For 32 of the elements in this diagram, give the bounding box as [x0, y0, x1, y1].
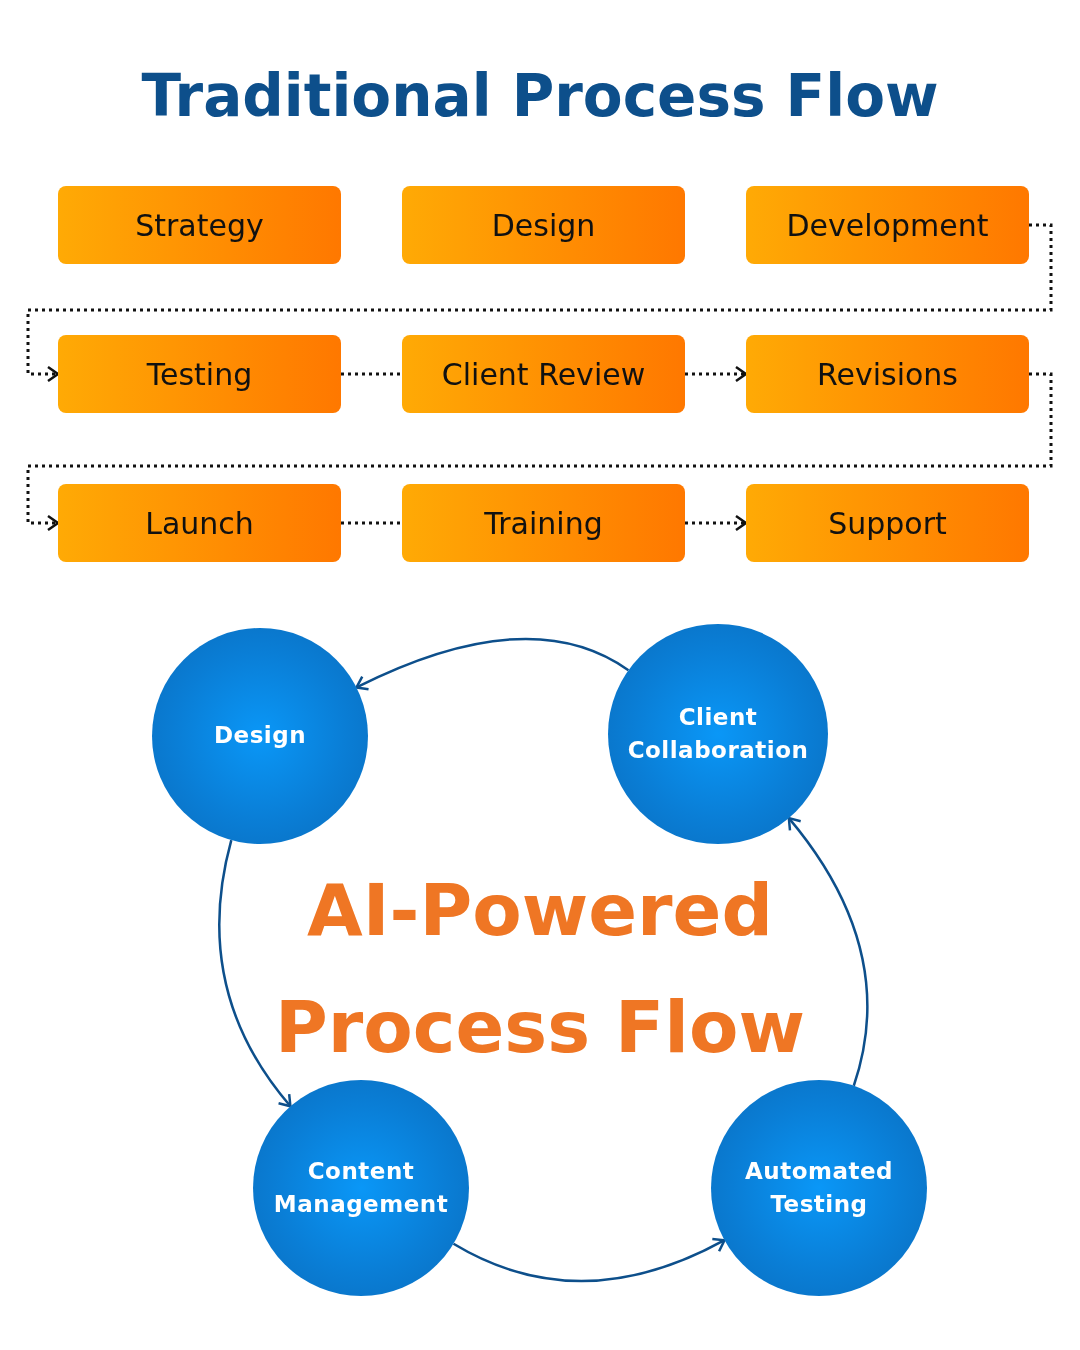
step-label: Client Review — [441, 356, 646, 392]
section-heading: AI-Powered Process Flow — [274, 867, 806, 1071]
step-label: Client Collaboration — [626, 702, 810, 765]
curved-arrow — [787, 816, 869, 1087]
step-box — [58, 484, 341, 562]
dotted-arrow — [685, 514, 748, 532]
dotted-arrow — [26, 223, 1053, 383]
dotted-arrow — [26, 372, 1053, 532]
dotted-arrow — [685, 365, 748, 383]
step-label: Development — [786, 207, 989, 243]
curved-arrow — [452, 1237, 726, 1283]
step-box — [402, 484, 685, 562]
step-label: Design — [212, 721, 308, 751]
step-label: Automated Testing — [744, 1156, 894, 1219]
step-label: Design — [491, 207, 596, 243]
step-box — [402, 335, 685, 413]
step-box — [58, 186, 341, 264]
diagram-title: Traditional Process Flow — [141, 62, 939, 130]
step-label: Support — [828, 505, 947, 541]
step-box — [746, 186, 1029, 264]
step-label: Content Management — [272, 1156, 450, 1219]
curved-arrow — [218, 839, 292, 1108]
step-box — [402, 186, 685, 264]
step-box — [746, 335, 1029, 413]
step-label: Training — [484, 505, 603, 541]
step-label: Strategy — [135, 207, 264, 243]
step-box — [746, 484, 1029, 562]
step-box — [58, 335, 341, 413]
step-label: Launch — [145, 505, 254, 541]
step-label: Revisions — [817, 356, 958, 392]
curved-arrow — [355, 637, 630, 691]
step-label: Testing — [146, 356, 253, 392]
